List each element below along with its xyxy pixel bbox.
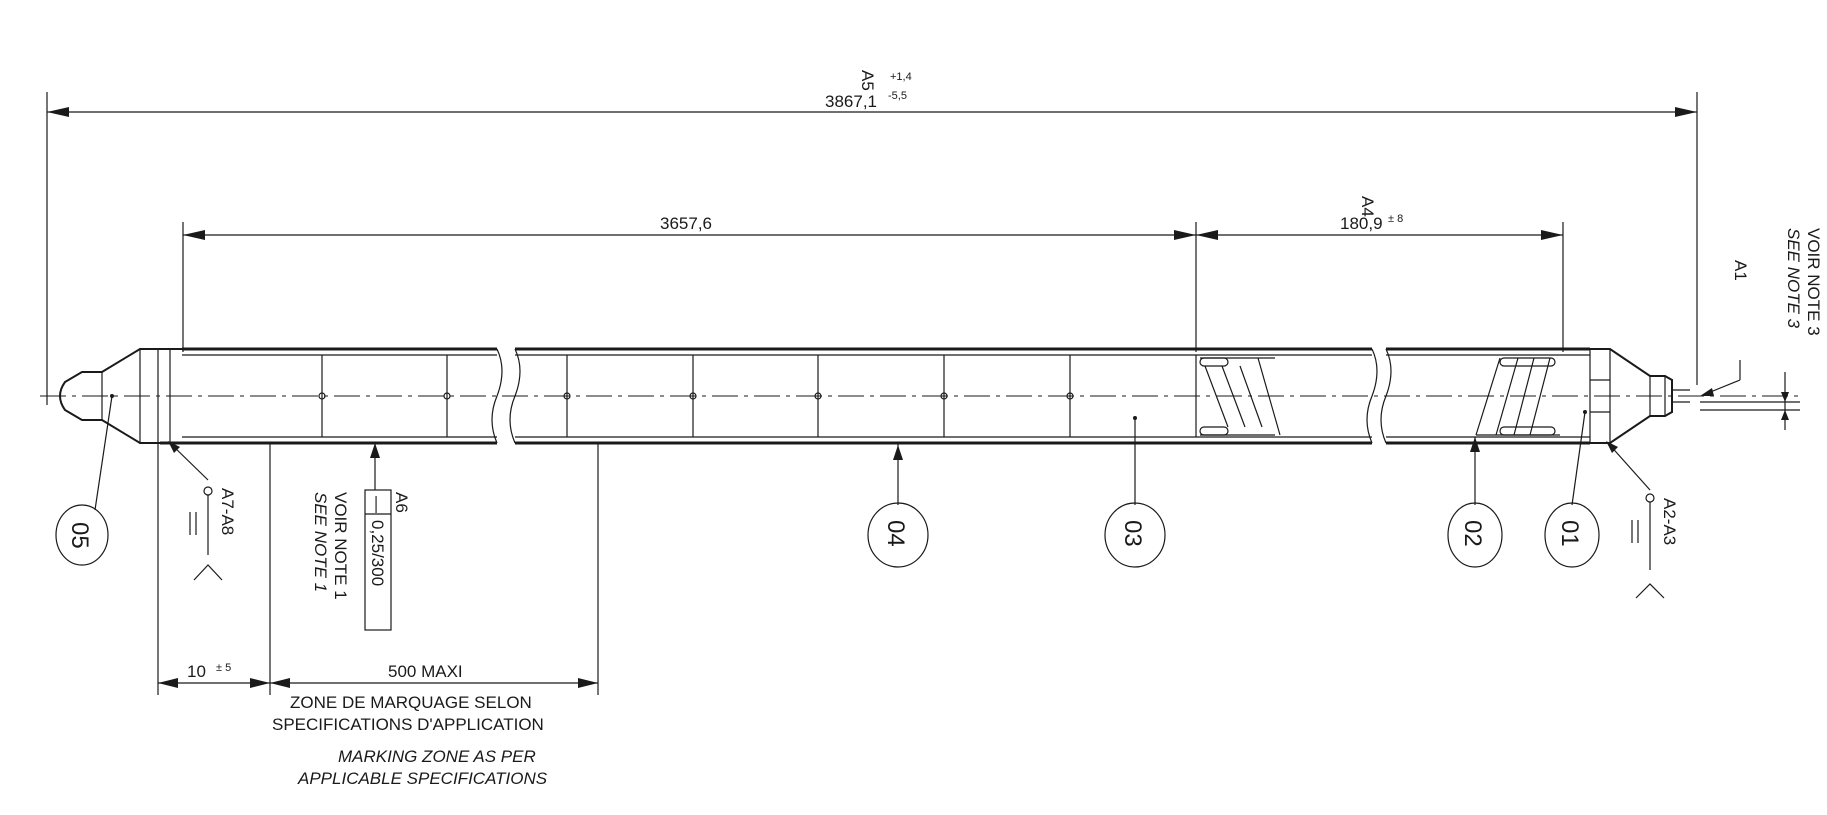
plenum-tol: ± 8	[1388, 213, 1403, 225]
overall-tol-lower: -5,5	[888, 90, 907, 102]
rod-body	[40, 347, 1800, 445]
a1-callout: A1 VOIR NOTE 3 SEE NOTE 3	[1700, 228, 1823, 430]
marking-note-en-1: MARKING ZONE AS PER	[338, 747, 536, 766]
a7-a8-label: A7-A8	[218, 488, 237, 535]
tube-length-dimension: 3657,6 A4 180,9 ± 8	[182, 196, 1564, 352]
a1-note-fr: VOIR NOTE 3	[1804, 228, 1823, 336]
weld-a2-a3: A2-A3	[1606, 441, 1679, 599]
a1-note-en: SEE NOTE 3	[1784, 228, 1803, 329]
balloon-04: 04	[867, 443, 929, 568]
balloon-02: 02	[1447, 437, 1503, 568]
marking-note-fr-1: ZONE DE MARQUAGE SELON	[290, 693, 532, 712]
plenum-tag: A4	[1358, 196, 1377, 217]
balloon-01: 01	[1544, 410, 1600, 568]
marking-note-fr-2: SPECIFICATIONS D'APPLICATION	[272, 715, 544, 734]
plenum-value: 180,9	[1340, 214, 1383, 233]
a6-tolerance-value: 0,25/300	[368, 520, 387, 586]
overall-tag: A5	[858, 70, 877, 91]
marking-note-en-2: APPLICABLE SPECIFICATIONS	[297, 769, 548, 788]
item-04: 04	[882, 520, 909, 547]
a6-symbol: —	[368, 496, 387, 513]
a6-note-en: SEE NOTE 1	[311, 492, 330, 592]
a1-label: A1	[1731, 260, 1750, 281]
item-05: 05	[66, 522, 93, 549]
a2-a3-label: A2-A3	[1660, 498, 1679, 545]
overall-value: 3867,1	[825, 92, 877, 111]
overall-tol-upper: +1,4	[890, 71, 912, 83]
balloon-05: 05	[55, 394, 114, 566]
end-offset-value: 10	[187, 662, 206, 681]
plenum-spring	[1195, 355, 1560, 437]
balloon-03: 03	[1104, 418, 1166, 568]
pellet-stack	[318, 355, 1137, 437]
a6-callout: — 0,25/300 A6 VOIR NOTE 1 SEE NOTE 1	[311, 443, 411, 631]
item-01: 01	[1556, 520, 1583, 547]
item-02: 02	[1459, 520, 1486, 547]
overall-dimension: A5 3867,1 +1,4 -5,5	[46, 70, 1698, 405]
tube-length-value: 3657,6	[660, 214, 712, 233]
a6-note-fr: VOIR NOTE 1	[331, 492, 350, 600]
end-offset-tol: ± 5	[216, 662, 231, 674]
item-03: 03	[1119, 520, 1146, 547]
a6-label: A6	[392, 492, 411, 513]
marking-max-value: 500 MAXI	[388, 662, 463, 681]
weld-a7-a8: A7-A8	[168, 441, 237, 581]
marking-zone-dimensions: 10 ± 5 500 MAXI ZONE DE MARQUAGE SELON S…	[157, 443, 599, 788]
